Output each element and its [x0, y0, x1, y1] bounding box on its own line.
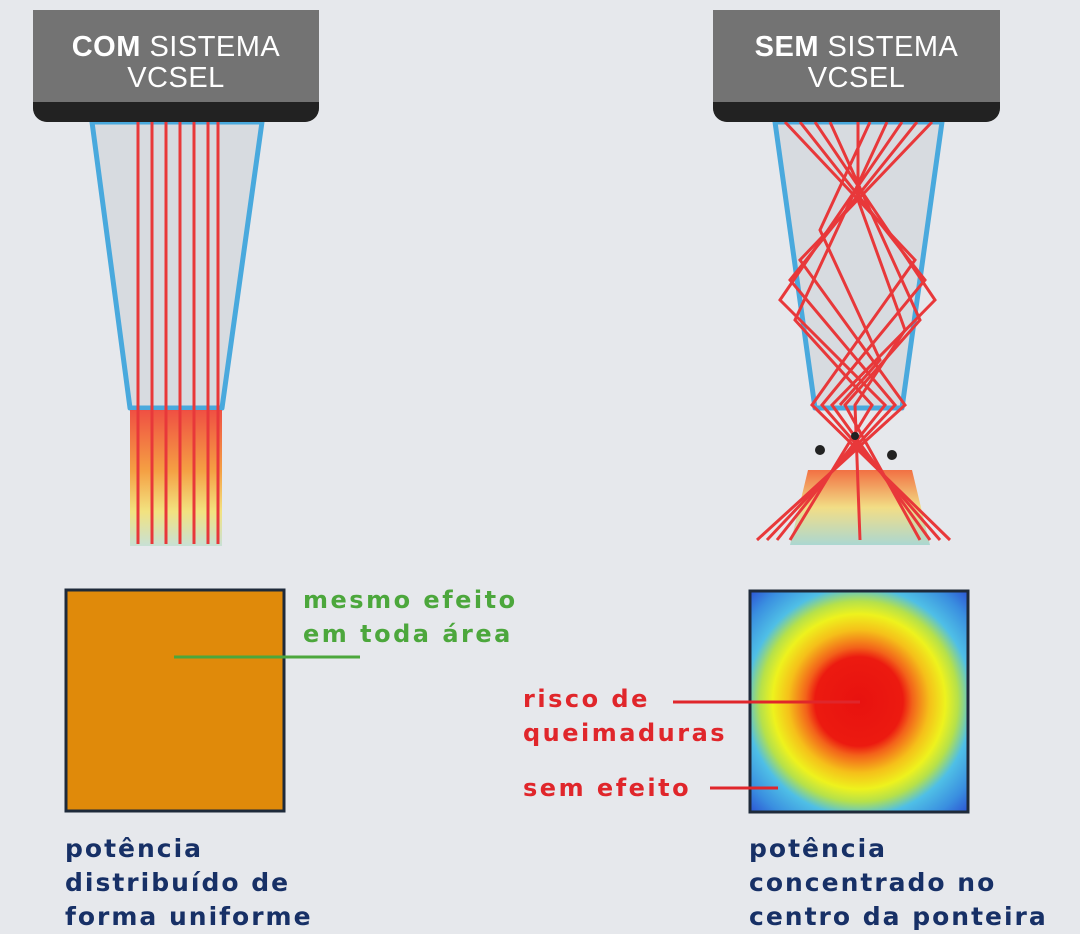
header-bold-word: COM [71, 31, 141, 63]
no-effect-label: sem efeito [523, 774, 692, 802]
header-word: SISTEMA [140, 31, 281, 63]
header-line2: VCSEL [807, 62, 906, 94]
header-line2: VCSEL [127, 62, 225, 94]
with-vcsel-handpiece-header: COM SISTEMA VCSEL [33, 10, 319, 122]
right-crossing-beams [755, 120, 952, 542]
left-light-guide [89, 119, 265, 546]
header-base [713, 102, 1000, 122]
left-parallel-beams [136, 122, 220, 544]
left-caption: potência distribuído de forma uniforme [65, 834, 313, 931]
header-base [33, 102, 319, 122]
uniform-power-square [64, 588, 286, 813]
same-effect-label: mesmo efeito em toda área [303, 586, 518, 648]
right-caption: potência concentrado no centro da pontei… [749, 834, 1048, 931]
burn-spots [815, 432, 897, 460]
without-vcsel-handpiece-header: SEM SISTEMA VCSEL [713, 10, 1000, 122]
header-word: SISTEMA [818, 31, 959, 63]
header-bold-word: SEM [754, 31, 819, 63]
burn-risk-label: risco de queimaduras [523, 685, 728, 747]
